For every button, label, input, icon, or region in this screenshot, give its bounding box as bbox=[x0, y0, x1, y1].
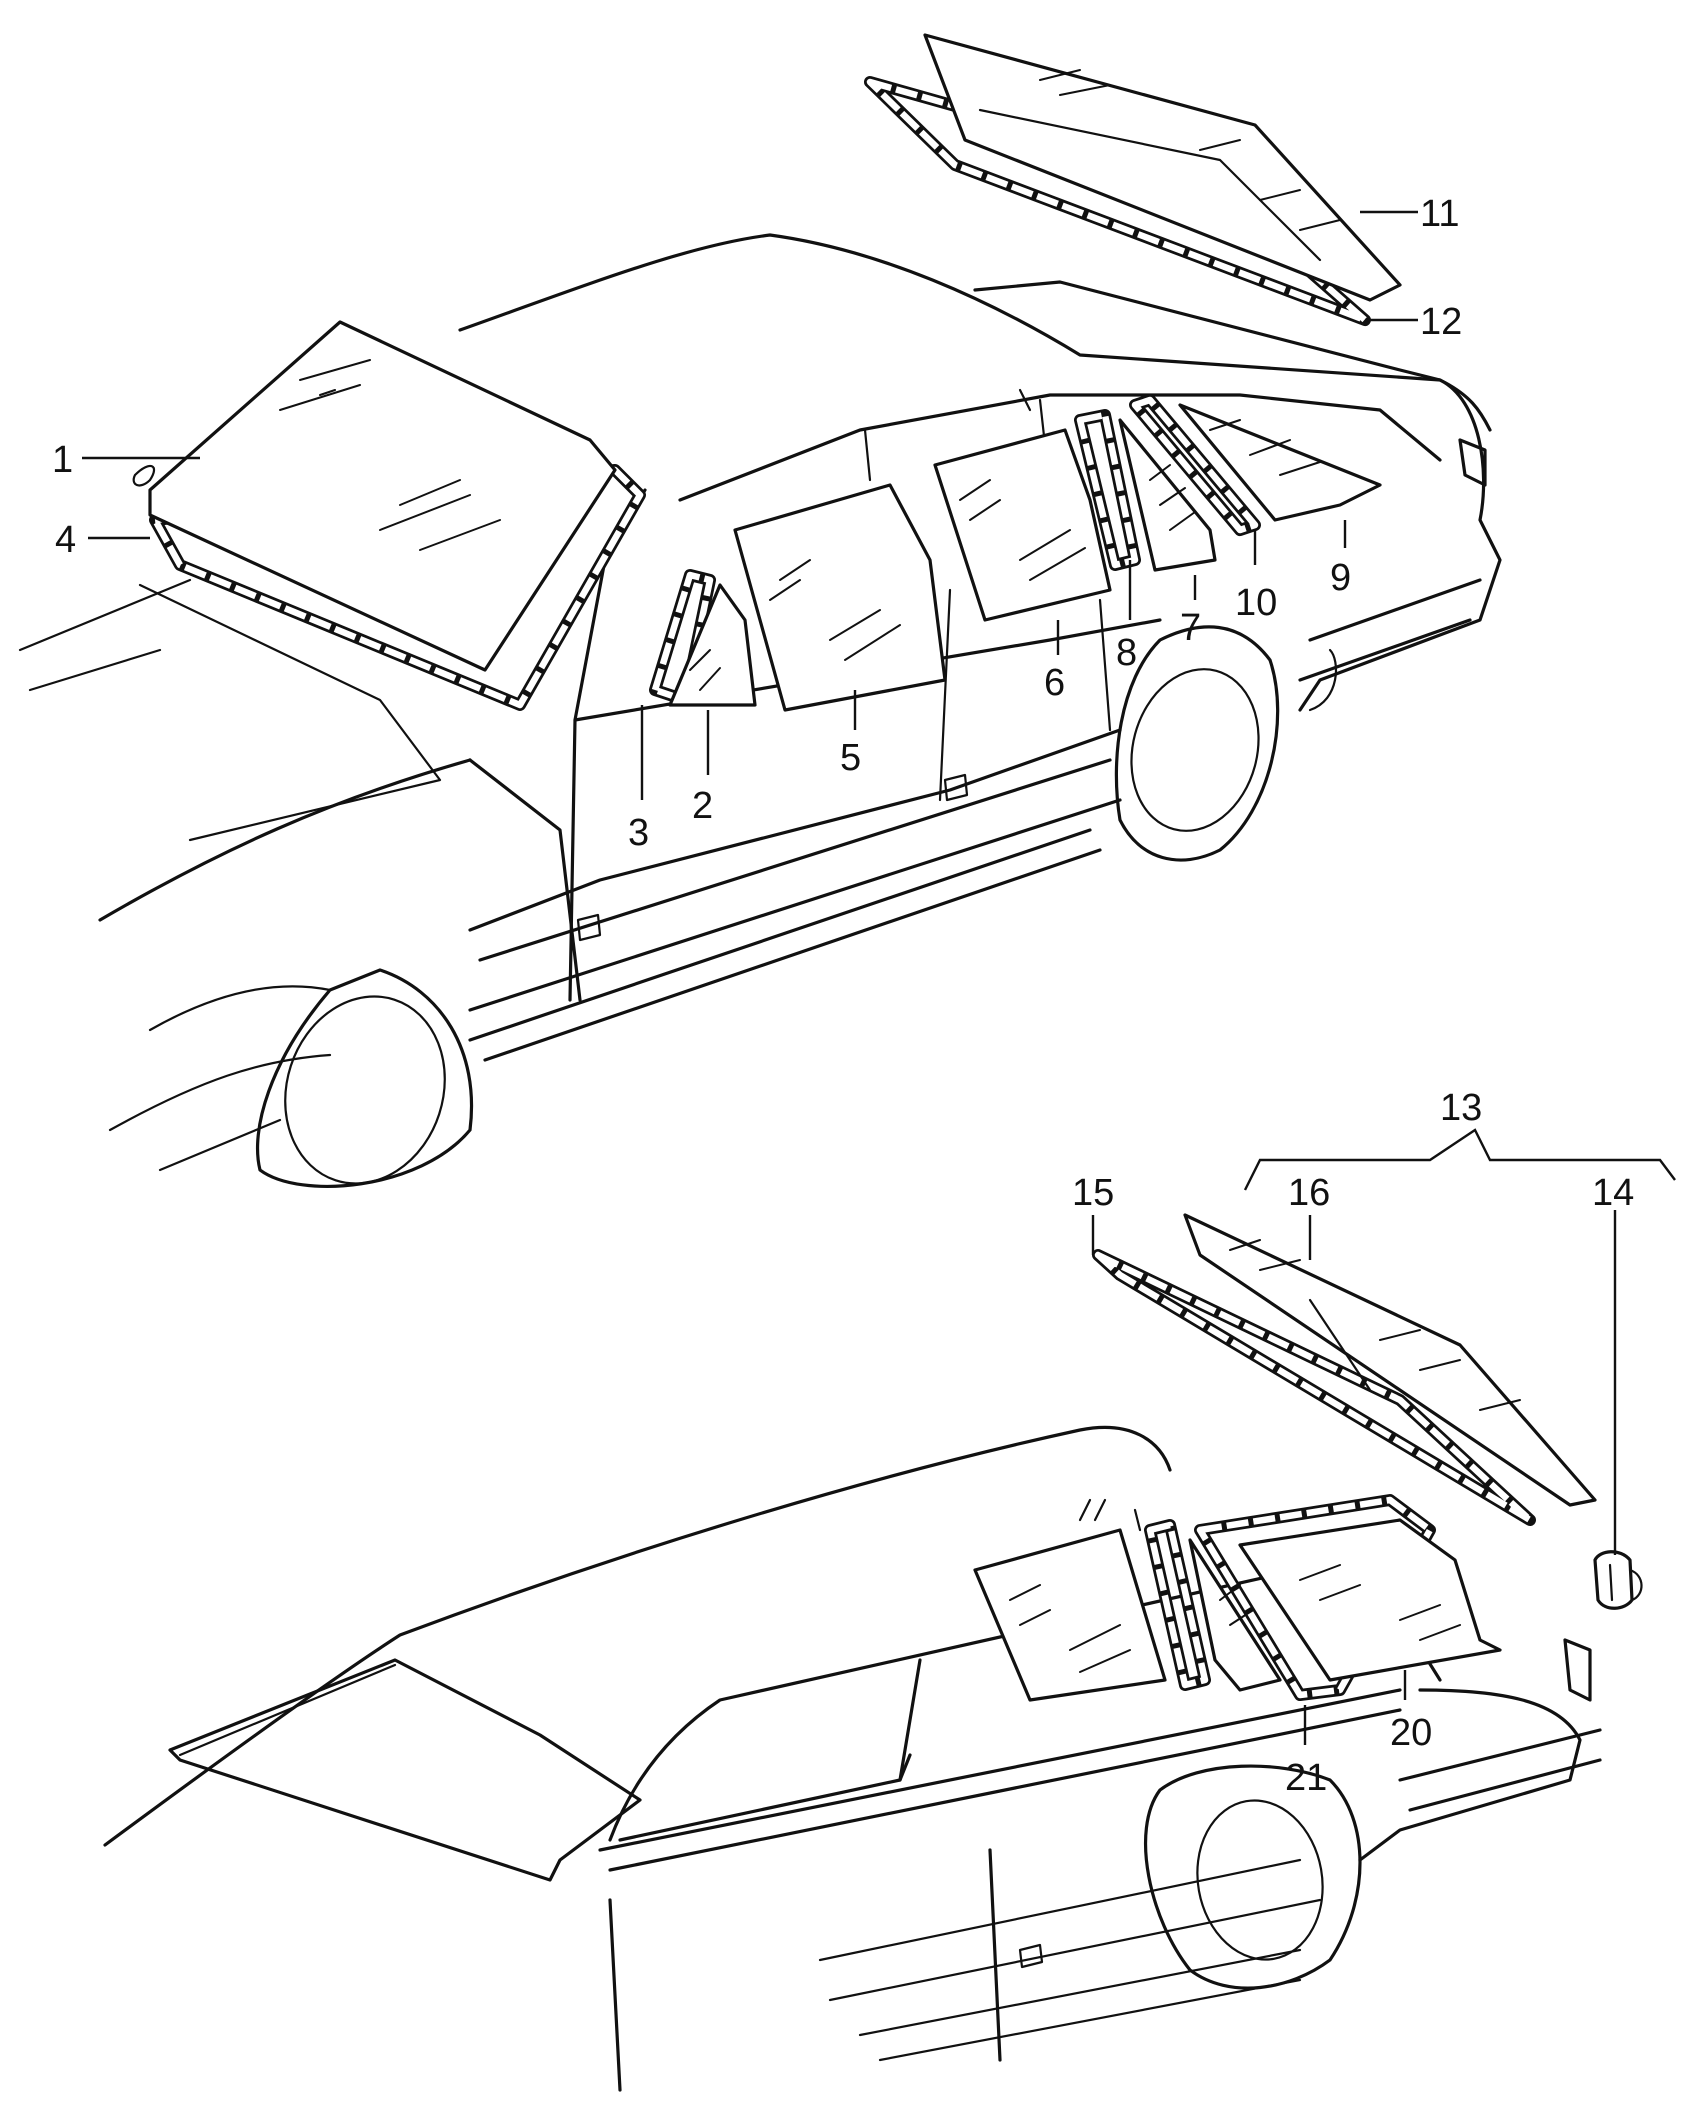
callout-14: 14 bbox=[1592, 1172, 1634, 1214]
leader-lines bbox=[82, 210, 1676, 1745]
callout-4: 4 bbox=[55, 519, 76, 561]
callout-20: 20 bbox=[1390, 1712, 1432, 1754]
callout-5: 5 bbox=[840, 737, 861, 779]
callout-13: 13 bbox=[1440, 1087, 1482, 1129]
estate-quarter-glass bbox=[1144, 1519, 1282, 1692]
estate-car-drawing bbox=[103, 1425, 1602, 2092]
callout-9: 9 bbox=[1330, 557, 1351, 599]
callout-16: 16 bbox=[1288, 1172, 1330, 1214]
callout-7: 7 bbox=[1180, 607, 1201, 649]
estate-rear-side-glass-part-20 bbox=[1194, 1494, 1502, 1701]
front-door-glass-part-5 bbox=[733, 483, 947, 712]
rear-door-glass-part-6 bbox=[933, 428, 1112, 622]
front-quarter-glass-part-2 bbox=[649, 569, 757, 707]
callout-10: 10 bbox=[1235, 582, 1277, 624]
callout-6: 6 bbox=[1044, 662, 1065, 704]
clip-part-14 bbox=[1593, 1550, 1643, 1610]
windscreen-part-1 bbox=[132, 320, 646, 711]
callout-labels: 1 2 3 4 5 6 7 8 9 10 11 12 13 14 15 16 2… bbox=[52, 193, 1634, 1799]
callout-12: 12 bbox=[1420, 301, 1462, 343]
callout-15: 15 bbox=[1072, 1172, 1114, 1214]
callout-8: 8 bbox=[1116, 632, 1137, 674]
tailgate-glass-part-16 bbox=[1092, 1213, 1597, 1526]
saloon-car-drawing bbox=[18, 233, 1502, 1188]
callout-1: 1 bbox=[52, 439, 73, 481]
callout-2: 2 bbox=[692, 785, 713, 827]
rear-window-part-11 bbox=[864, 33, 1402, 326]
rear-side-glass-part-9 bbox=[1129, 394, 1382, 536]
callout-21: 21 bbox=[1285, 1757, 1327, 1799]
rear-quarter-glass-part-7 bbox=[1074, 409, 1217, 572]
callout-3: 3 bbox=[628, 812, 649, 854]
callout-11: 11 bbox=[1420, 193, 1459, 235]
estate-rear-door-glass bbox=[973, 1528, 1167, 1702]
